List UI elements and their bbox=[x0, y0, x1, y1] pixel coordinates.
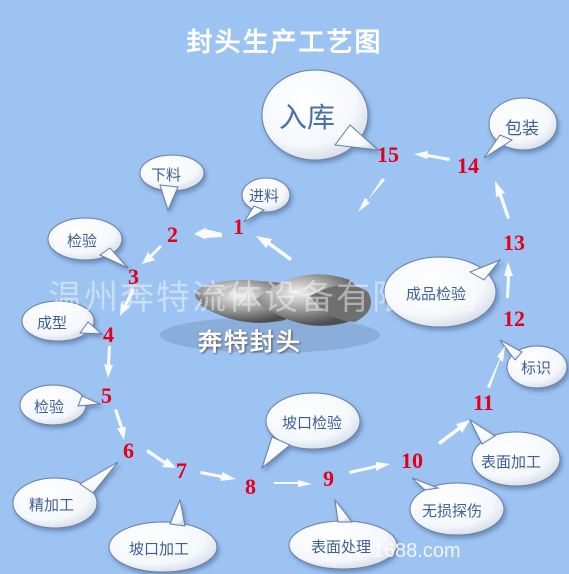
arrow-12-13 bbox=[504, 262, 513, 298]
bubble-5-jianyan bbox=[19, 384, 102, 426]
arrow-1-2 bbox=[194, 227, 222, 240]
bubble-12-biaoshi bbox=[499, 339, 568, 389]
bubble-label-7: 坡口加工 bbox=[129, 540, 190, 558]
step-number-7: 7 bbox=[176, 458, 187, 483]
arrow-center-1 bbox=[256, 236, 292, 261]
step-number-15: 15 bbox=[377, 142, 399, 167]
diagram-title: 封头生产工艺图 bbox=[186, 28, 383, 58]
bubble-label-2: 下料 bbox=[151, 166, 182, 184]
bubble-label-13: 成品检验 bbox=[406, 285, 467, 303]
arrow-6-7 bbox=[146, 449, 176, 468]
bubble-1-jinliao bbox=[241, 177, 291, 223]
bubble-label-5: 检验 bbox=[34, 398, 65, 416]
arrow-3-4 bbox=[120, 288, 135, 316]
step-number-13: 13 bbox=[503, 230, 525, 255]
step-number-9: 9 bbox=[323, 466, 334, 491]
bubble-label-1: 进料 bbox=[249, 187, 280, 205]
arrow-5-6 bbox=[114, 409, 126, 440]
arrow-15-center bbox=[358, 178, 385, 212]
step-number-6: 6 bbox=[123, 438, 134, 463]
bubble-2-xialiao bbox=[139, 154, 205, 212]
arrow-2-3 bbox=[142, 245, 162, 264]
arrow-7-8 bbox=[200, 471, 236, 481]
arrow-8-9 bbox=[274, 480, 312, 487]
step-number-1: 1 bbox=[233, 214, 244, 239]
bubble-14-baozhuang bbox=[483, 97, 558, 159]
step-number-11: 11 bbox=[473, 390, 494, 415]
flow-arrows bbox=[104, 151, 513, 487]
bubble-3-jianyan bbox=[47, 217, 129, 269]
step-number-14: 14 bbox=[457, 153, 479, 178]
bubble-label-15: 入库 bbox=[279, 101, 336, 134]
step-number-5: 5 bbox=[101, 383, 112, 408]
arrow-10-11 bbox=[438, 420, 470, 445]
bubble-label-11: 表面加工 bbox=[481, 453, 542, 471]
step-number-2: 2 bbox=[167, 222, 178, 247]
step-number-4: 4 bbox=[103, 322, 114, 347]
arrow-13-14 bbox=[495, 181, 510, 219]
bubble-label-6: 精加工 bbox=[29, 496, 75, 514]
arrow-14-15 bbox=[414, 151, 450, 161]
bubble-label-3: 检验 bbox=[67, 232, 98, 250]
step-number-3: 3 bbox=[128, 264, 139, 289]
bubble-10-wusun bbox=[409, 477, 505, 536]
bubble-7-pokoujiagong bbox=[108, 498, 218, 573]
bubble-label-14: 包装 bbox=[505, 119, 539, 139]
step-number-12: 12 bbox=[503, 306, 525, 331]
footer-watermark: 83.1688.com bbox=[345, 540, 461, 562]
center-product-label: 奔特封头 bbox=[198, 328, 302, 356]
bubble-label-10: 无损探伤 bbox=[422, 502, 483, 520]
bubble-15-ruku bbox=[261, 69, 380, 161]
dished-heads-image bbox=[160, 274, 380, 353]
bubble-11-biaomian bbox=[468, 418, 561, 487]
arrow-9-10 bbox=[349, 462, 390, 474]
watermark: 温州奔特流体设备有限公司 bbox=[48, 278, 480, 318]
bubble-8-pokoujianyan bbox=[261, 392, 361, 470]
bubble-label-9: 表面处理 bbox=[311, 538, 372, 556]
step-number-8: 8 bbox=[245, 474, 256, 499]
bubble-label-4: 成型 bbox=[37, 314, 68, 332]
step-number-10: 10 bbox=[401, 448, 423, 473]
arrow-4-5 bbox=[104, 346, 113, 378]
bubble-label-12: 标识 bbox=[521, 359, 552, 377]
bubble-4-chengxing bbox=[21, 300, 104, 342]
arrow-11-12 bbox=[487, 346, 505, 388]
bubble-6-jingjiagong bbox=[12, 461, 119, 529]
bubble-9-biaomianchuli bbox=[288, 498, 398, 570]
bubble-label-8: 坡口检验 bbox=[282, 414, 343, 432]
bubble-13-chengpin bbox=[383, 256, 502, 328]
